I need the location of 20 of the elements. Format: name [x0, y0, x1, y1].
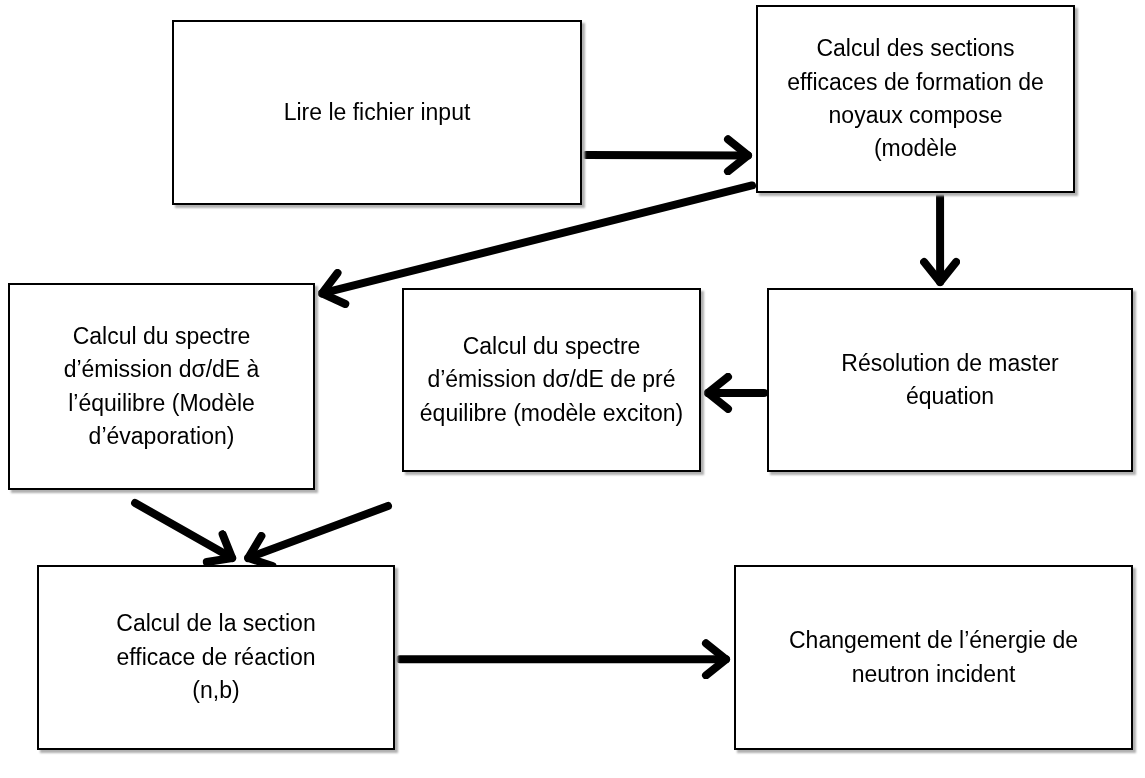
box-label: Calcul de la section efficace de réaction (n,b)	[115, 609, 317, 706]
process-box	[402, 288, 701, 472]
process-box	[37, 565, 395, 750]
process-box	[8, 283, 315, 490]
process-box	[767, 288, 1133, 472]
process-box	[756, 5, 1075, 193]
arrow	[396, 639, 730, 680]
arrow	[318, 181, 756, 308]
box-label: Calcul du spectre d’émission dσ/dE de pré équilibre (modèle exciton)	[418, 332, 685, 428]
box-label: Calcul des sections efficaces de formation de noyaux compose (modèle	[786, 34, 1045, 164]
box-label: Calcul du spectre d’émission dσ/dE à l’équilibre (Modèle d’évaporation)	[62, 321, 261, 451]
box-label: Résolution de master équation	[840, 348, 1060, 411]
box-label: Lire le fichier input	[283, 97, 471, 127]
box-label: Changement de l’énergie de neutron incident	[788, 626, 1079, 689]
arrow	[582, 135, 752, 176]
arrow	[920, 192, 961, 286]
arrow	[131, 499, 237, 567]
arrow	[704, 372, 768, 413]
process-box	[734, 565, 1133, 750]
process-box	[172, 20, 582, 205]
